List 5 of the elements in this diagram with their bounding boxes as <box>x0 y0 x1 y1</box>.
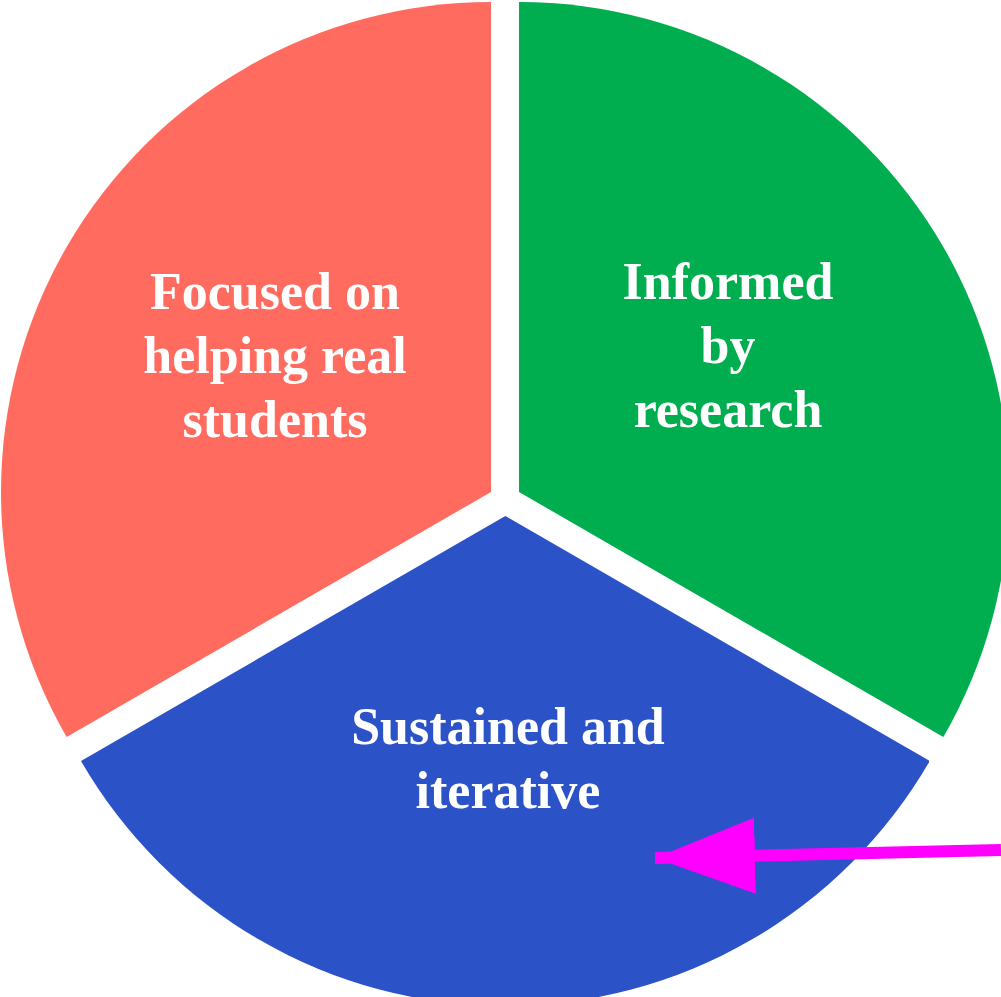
segment-label: Focused on helping real students <box>142 262 408 450</box>
arrow <box>654 817 1001 894</box>
pie-segment <box>80 516 930 997</box>
segment-label: Sustained and iterative <box>350 697 666 821</box>
segment-label: Informed by research <box>621 252 835 440</box>
